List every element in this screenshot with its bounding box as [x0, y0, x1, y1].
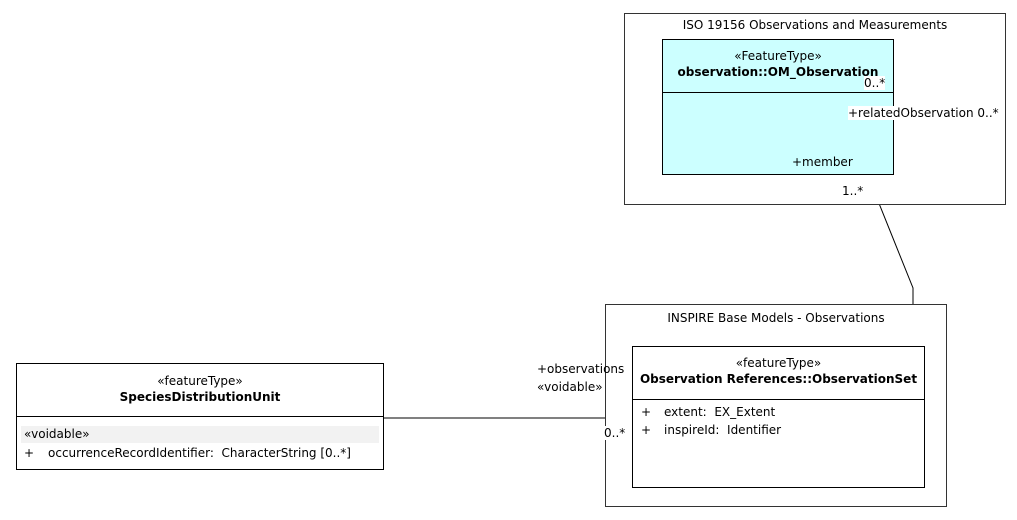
member-role: +member [792, 155, 853, 169]
class-observation-set[interactable]: «featureType» Observation References::Ob… [632, 346, 925, 488]
class-stereotype: «featureType» [735, 356, 822, 370]
member-multiplicity: 1..* [842, 184, 864, 198]
observations-role: +observations [537, 362, 625, 376]
self-association-multiplicity: 0..* [864, 76, 886, 90]
package-title: ISO 19156 Observations and Measurements [682, 18, 948, 32]
observations-stereotype: «voidable» [537, 380, 603, 394]
attribute-visibility: + [641, 423, 652, 437]
self-association-role: +relatedObservation 0..* [848, 106, 999, 120]
class-stereotype: «FeatureType» [734, 49, 822, 63]
observations-multiplicity: 0..* [604, 426, 626, 440]
class-header: «FeatureType» observation::OM_Observatio… [663, 40, 893, 93]
attribute-visibility: + [641, 405, 652, 419]
class-name: observation::OM_Observation [677, 65, 879, 79]
attribute-inspire-id: inspireId: Identifier [664, 423, 782, 437]
section-stereotype: «voidable» [24, 427, 90, 441]
class-header: «featureType» SpeciesDistributionUnit [17, 364, 383, 417]
package-title: INSPIRE Base Models - Observations [667, 311, 885, 325]
attribute-occurrence-record-identifier: occurrenceRecordIdentifier: CharacterStr… [48, 446, 351, 460]
attribute-visibility: + [24, 446, 35, 460]
class-name: SpeciesDistributionUnit [119, 390, 281, 404]
class-header: «featureType» Observation References::Ob… [633, 347, 924, 400]
class-name: Observation References::ObservationSet [639, 372, 918, 386]
attribute-extent: extent: EX_Extent [664, 405, 776, 419]
class-species-distribution-unit[interactable]: «featureType» SpeciesDistributionUnit «v… [16, 363, 384, 470]
class-om-observation[interactable]: «FeatureType» observation::OM_Observatio… [662, 39, 894, 175]
voidable-section-band [21, 426, 379, 443]
class-stereotype: «featureType» [157, 374, 243, 388]
